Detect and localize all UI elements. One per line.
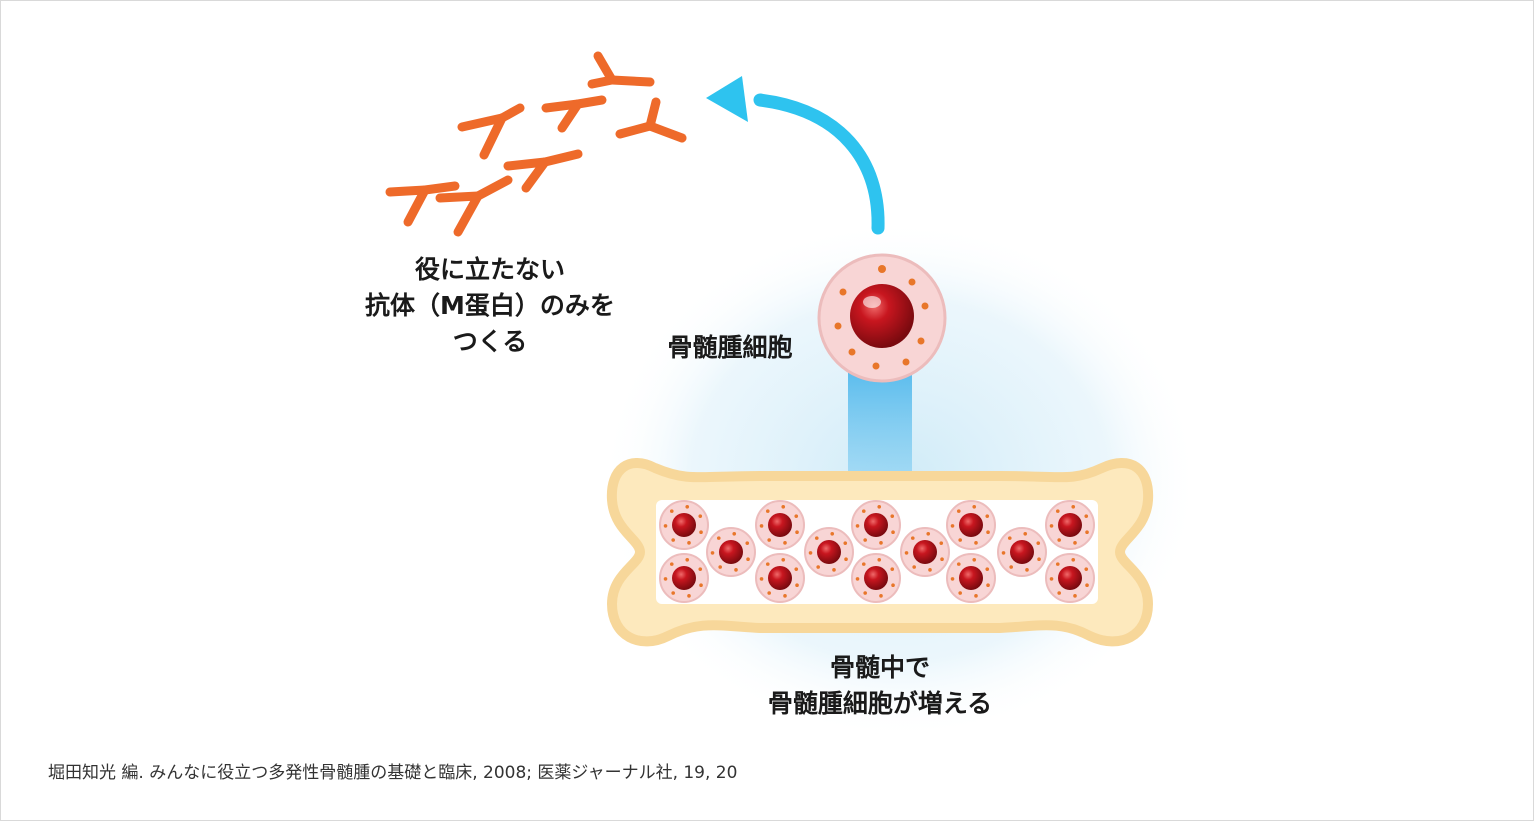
antibody-icon xyxy=(385,181,460,227)
marrow-label-line-2: 骨髄腫細胞が増える xyxy=(767,689,993,718)
curved-arrow-icon xyxy=(753,93,885,235)
antibody-icon xyxy=(435,175,513,237)
antibody-label: 役に立たない 抗体（M蛋白）のみを つくる xyxy=(300,252,680,360)
marrow-cell-icon xyxy=(997,527,1047,577)
marrow-cell-icon xyxy=(946,553,996,603)
marrow-label: 骨髄中で 骨髄腫細胞が増える xyxy=(700,650,1060,722)
marrow-cell-icon xyxy=(1045,553,1095,603)
marrow-label-line-1: 骨髄中で xyxy=(829,653,930,682)
marrow-cell-icon xyxy=(659,553,709,603)
antibody-label-line-3: つくる xyxy=(452,327,528,356)
antibody-icon xyxy=(541,95,607,133)
myeloma-cell-label: 骨髄腫細胞 xyxy=(667,333,793,362)
source-caption: 堀田知光 編. みんなに役立つ多発性骨髄腫の基礎と臨床, 2008; 医薬ジャー… xyxy=(48,763,738,783)
marrow-cell-icon xyxy=(804,527,854,577)
marrow-cell-icon xyxy=(1045,500,1095,550)
marrow-cell-icon xyxy=(851,500,901,550)
marrow-cell-icon xyxy=(755,500,805,550)
marrow-cell-icon xyxy=(755,553,805,603)
marrow-cell-group xyxy=(659,500,1095,603)
antibody-label-line-2: 抗体（M蛋白）のみを xyxy=(365,291,615,320)
marrow-cell-icon xyxy=(659,500,709,550)
antibody-label-line-1: 役に立たない xyxy=(414,255,565,284)
marrow-cell-icon xyxy=(851,553,901,603)
antibody-icon xyxy=(587,51,655,89)
antibody-icon xyxy=(615,97,687,143)
marrow-cell-icon xyxy=(900,527,950,577)
antibody-group xyxy=(385,51,687,237)
marrow-cell-icon xyxy=(706,527,756,577)
antibody-icon xyxy=(457,103,525,160)
antibody-icon xyxy=(503,149,583,193)
marrow-cell-icon xyxy=(946,500,996,550)
arrow-head-icon xyxy=(706,76,748,122)
myeloma-cell-icon xyxy=(817,253,947,383)
